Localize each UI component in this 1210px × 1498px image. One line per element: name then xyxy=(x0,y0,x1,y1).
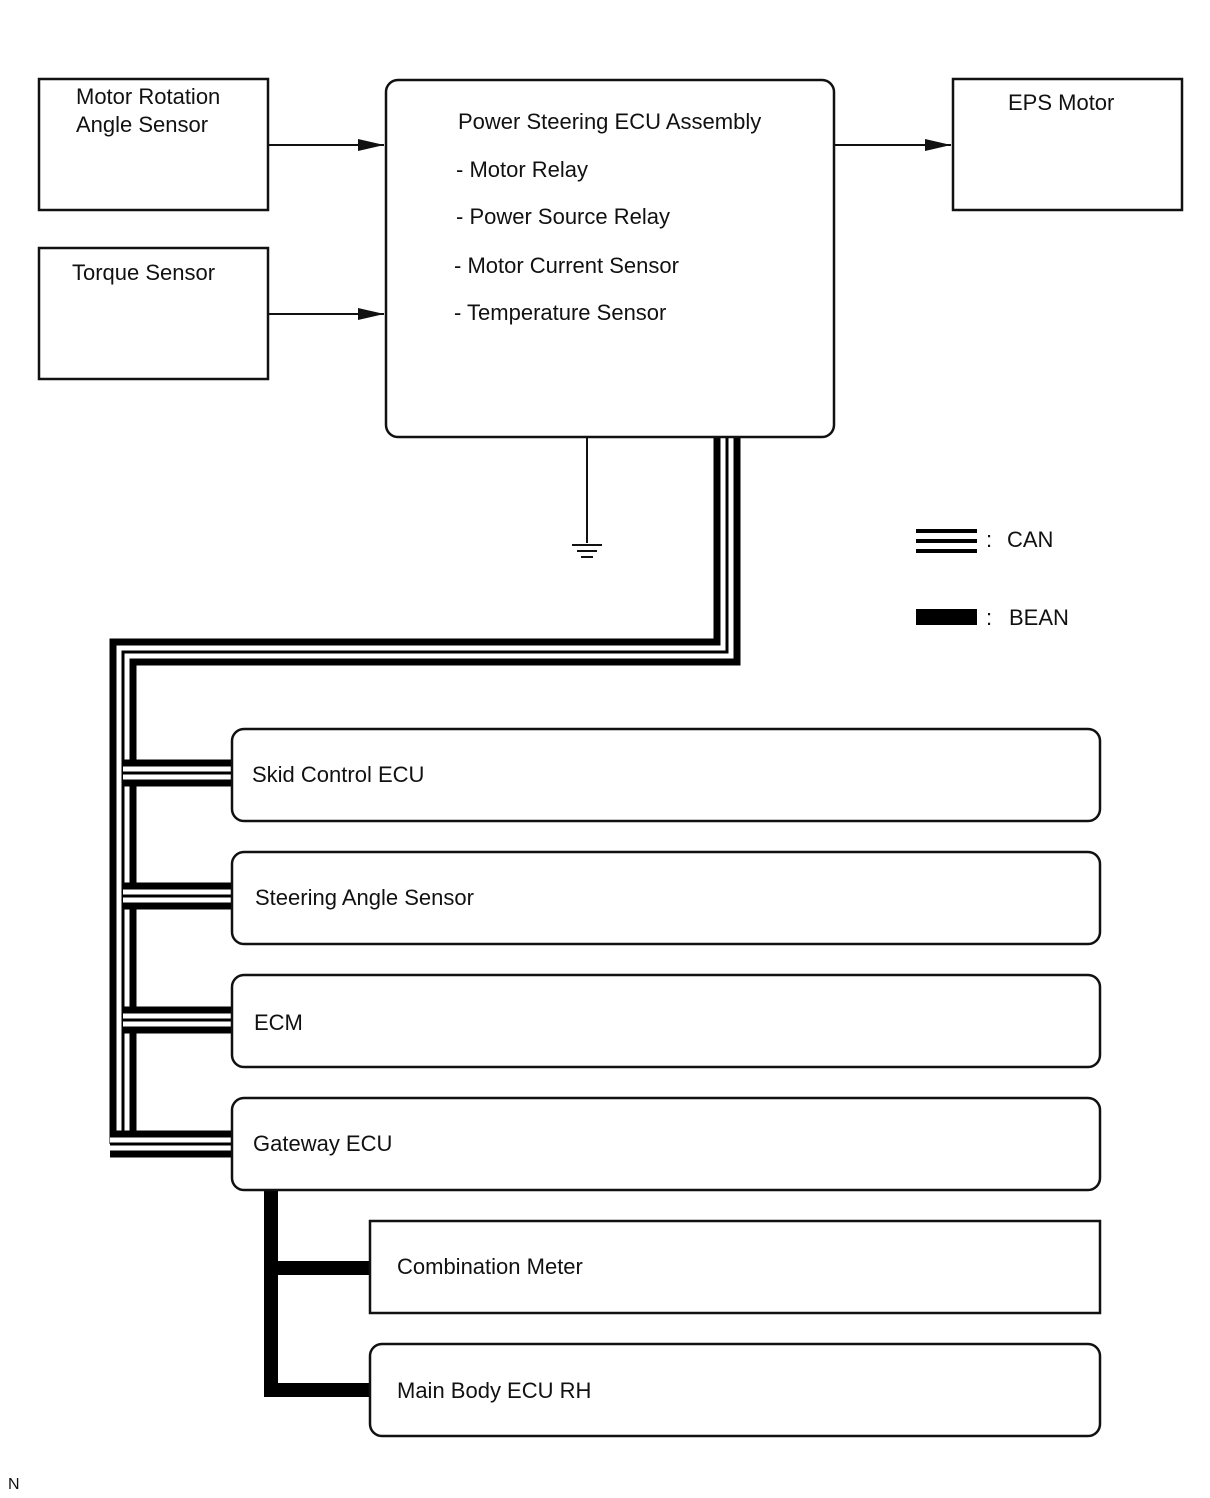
skid-control-ecu-label: Skid Control ECU xyxy=(252,762,424,787)
skid-control-ecu-box: Skid Control ECU xyxy=(230,727,1102,823)
eps-motor-label: EPS Motor xyxy=(1008,90,1114,115)
power-steering-ecu-box: Power Steering ECU Assembly - Motor Rela… xyxy=(384,78,836,439)
ecu-item-motor-relay: - Motor Relay xyxy=(456,157,588,182)
ground-icon xyxy=(572,437,602,558)
bean-bus-wiring xyxy=(264,1190,371,1397)
ecu-item-power-source-relay: - Power Source Relay xyxy=(456,204,670,229)
main-body-ecu-rh-label: Main Body ECU RH xyxy=(397,1378,591,1403)
gateway-ecu-box: Gateway ECU xyxy=(230,1096,1102,1192)
ecu-item-motor-current-sensor: - Motor Current Sensor xyxy=(454,253,679,278)
combination-meter-label: Combination Meter xyxy=(397,1254,583,1279)
motor-rotation-angle-sensor-box: Motor Rotation Angle Sensor xyxy=(37,77,270,212)
torque-sensor-label: Torque Sensor xyxy=(72,260,215,285)
gateway-ecu-label: Gateway ECU xyxy=(253,1131,392,1156)
eps-motor-box: EPS Motor xyxy=(951,77,1184,212)
ecm-box: ECM xyxy=(230,973,1102,1069)
legend-bean-swatch xyxy=(916,609,977,625)
steering-angle-sensor-box: Steering Angle Sensor xyxy=(230,850,1102,946)
ecu-title: Power Steering ECU Assembly xyxy=(458,109,761,134)
motor-rotation-label-line2: Angle Sensor xyxy=(76,112,208,137)
legend: : CAN : BEAN xyxy=(916,527,1069,630)
main-body-ecu-rh-box: Main Body ECU RH xyxy=(368,1342,1102,1438)
ecu-item-temperature-sensor: - Temperature Sensor xyxy=(454,300,666,325)
combination-meter-box: Combination Meter xyxy=(368,1219,1102,1315)
can-bus-wiring xyxy=(109,437,741,1158)
torque-sensor-box: Torque Sensor xyxy=(37,246,270,381)
legend-bean-label: BEAN xyxy=(1009,605,1069,630)
motor-rotation-label-line1: Motor Rotation xyxy=(76,84,220,109)
legend-bean-separator: : xyxy=(986,605,992,630)
legend-can-swatch xyxy=(916,529,977,553)
footer-mark: N xyxy=(8,1476,20,1493)
steering-angle-sensor-label: Steering Angle Sensor xyxy=(255,885,474,910)
legend-can-separator: : xyxy=(986,527,992,552)
ecm-label: ECM xyxy=(254,1010,303,1035)
legend-can-label: CAN xyxy=(1007,527,1053,552)
